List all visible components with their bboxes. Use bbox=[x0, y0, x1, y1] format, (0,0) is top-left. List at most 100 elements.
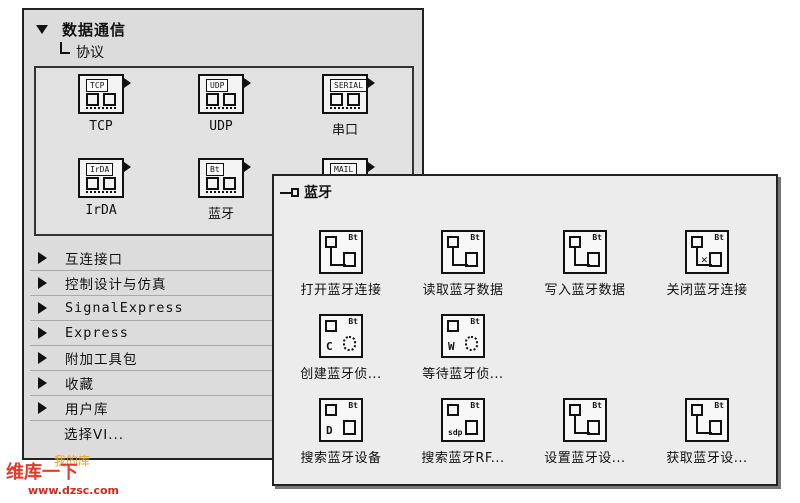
vi-read-data[interactable]: Bt 读取蓝牙数据 bbox=[402, 230, 524, 298]
submenu-arrow-icon bbox=[244, 78, 251, 88]
expand-triangle-icon[interactable] bbox=[38, 327, 47, 339]
category-row[interactable]: SignalExpress bbox=[30, 296, 416, 321]
vi-write-data[interactable]: Bt 写入蓝牙数据 bbox=[524, 230, 646, 298]
bt-badge: Bt bbox=[348, 233, 358, 242]
category-label: 互连接口 bbox=[65, 252, 123, 268]
vi-open-connection[interactable]: Bt 打开蓝牙连接 bbox=[280, 230, 402, 298]
vi-serial[interactable]: SERIAL 串口 bbox=[300, 74, 390, 138]
collapse-triangle-icon[interactable] bbox=[36, 24, 48, 34]
category-row[interactable]: 用户库 bbox=[30, 396, 416, 421]
wire-icon bbox=[330, 247, 346, 266]
subpalette-title: 蓝牙 bbox=[304, 185, 332, 201]
tcp-icon: TCP bbox=[78, 74, 131, 114]
protocol-icon-panel: TCP TCP UDP UDP SERIAL bbox=[34, 66, 414, 236]
sdp-glyph: sdp bbox=[448, 428, 463, 437]
watermark-small-text: 我的库 bbox=[54, 454, 91, 468]
vi-close-connection[interactable]: Bt ✕ 关闭蓝牙连接 bbox=[646, 230, 768, 298]
computer-icon bbox=[223, 93, 236, 106]
vi-label: UDP bbox=[209, 119, 233, 134]
icon-tag: SERIAL bbox=[330, 79, 367, 92]
data-grid-icon bbox=[465, 252, 478, 267]
serial-icon: SERIAL bbox=[322, 74, 375, 114]
network-line-icon bbox=[86, 191, 116, 193]
vi-label: 蓝牙 bbox=[207, 207, 234, 222]
category-label: 附加工具包 bbox=[65, 352, 138, 368]
subpalette-header[interactable]: 蓝牙 bbox=[280, 182, 332, 202]
category-label: Express bbox=[65, 325, 129, 341]
category-header[interactable]: 数据通信 bbox=[30, 18, 126, 40]
wire-icon bbox=[574, 247, 590, 266]
category-title: 数据通信 bbox=[62, 20, 127, 39]
bluetooth-close-icon: Bt ✕ bbox=[685, 230, 729, 274]
expand-triangle-icon[interactable] bbox=[38, 352, 47, 364]
tree-branch-icon bbox=[60, 42, 70, 54]
computer-icon bbox=[103, 177, 116, 190]
icon-tag: TCP bbox=[86, 79, 109, 92]
bluetooth-get-device-icon: Bt bbox=[685, 398, 729, 442]
vi-set-device[interactable]: Bt 设置蓝牙设... bbox=[524, 398, 646, 466]
computer-icon bbox=[206, 177, 219, 190]
pin-icon[interactable] bbox=[280, 187, 302, 197]
computer-icon bbox=[447, 404, 459, 416]
wire-icon bbox=[452, 247, 468, 266]
expand-triangle-icon[interactable] bbox=[38, 402, 47, 414]
vi-label: TCP bbox=[89, 119, 113, 134]
vi-label: 等待蓝牙侦... bbox=[422, 367, 504, 382]
computer-icon bbox=[709, 252, 722, 267]
computer-icon bbox=[103, 93, 116, 106]
vi-label: 搜索蓝牙RF... bbox=[421, 451, 505, 466]
bluetooth-discover-service-icon: Bt sdp bbox=[441, 398, 485, 442]
computer-icon bbox=[223, 177, 236, 190]
device-glyph: D bbox=[326, 424, 333, 437]
submenu-arrow-icon bbox=[124, 78, 131, 88]
vi-label: 写入蓝牙数据 bbox=[544, 283, 626, 298]
computer-icon bbox=[343, 252, 356, 267]
vi-wait-listener[interactable]: Bt W 等待蓝牙侦... bbox=[402, 314, 524, 382]
data-grid-icon bbox=[587, 252, 600, 267]
vi-bluetooth[interactable]: Bt 蓝牙 bbox=[176, 158, 266, 222]
bt-badge: Bt bbox=[348, 317, 358, 326]
category-row[interactable]: 互连接口 bbox=[30, 246, 416, 271]
category-label: SignalExpress bbox=[65, 300, 184, 316]
vi-irda[interactable]: IrDA IrDA bbox=[56, 158, 146, 218]
vi-get-device[interactable]: Bt 获取蓝牙设... bbox=[646, 398, 768, 466]
vi-discover-rfcomm[interactable]: Bt sdp 搜索蓝牙RF... bbox=[402, 398, 524, 466]
instrument-icon bbox=[347, 93, 360, 106]
vi-discover-devices[interactable]: Bt D 搜索蓝牙设备 bbox=[280, 398, 402, 466]
irda-icon: IrDA bbox=[78, 158, 131, 198]
expand-triangle-icon[interactable] bbox=[38, 277, 47, 289]
vi-label: 读取蓝牙数据 bbox=[422, 283, 504, 298]
wire-icon bbox=[696, 415, 712, 434]
category-row[interactable]: 控制设计与仿真 bbox=[30, 271, 416, 296]
ear-icon bbox=[343, 336, 356, 351]
category-row[interactable]: Express bbox=[30, 321, 416, 346]
icon-tag: IrDA bbox=[86, 163, 114, 176]
bluetooth-write-icon: Bt bbox=[563, 230, 607, 274]
computer-icon bbox=[325, 320, 337, 332]
category-row[interactable]: 附加工具包 bbox=[30, 346, 416, 371]
category-label: 收藏 bbox=[65, 377, 94, 393]
vi-udp[interactable]: UDP UDP bbox=[176, 74, 266, 134]
vi-label: 关闭蓝牙连接 bbox=[666, 283, 748, 298]
vi-create-listener[interactable]: Bt C 创建蓝牙侦... bbox=[280, 314, 402, 382]
settings-list-icon bbox=[709, 420, 722, 435]
close-mark-icon: ✕ bbox=[701, 253, 708, 266]
submenu-arrow-icon bbox=[368, 78, 375, 88]
vi-label: 设置蓝牙设... bbox=[544, 451, 626, 466]
category-row[interactable]: 收藏 bbox=[30, 371, 416, 396]
expand-triangle-icon[interactable] bbox=[38, 252, 47, 264]
computer-icon bbox=[86, 93, 99, 106]
computer-icon bbox=[447, 320, 459, 332]
listener-glyph: C bbox=[326, 340, 333, 353]
bt-badge: Bt bbox=[348, 401, 358, 410]
expand-triangle-icon[interactable] bbox=[38, 377, 47, 389]
bt-badge: Bt bbox=[592, 401, 602, 410]
vi-label: 创建蓝牙侦... bbox=[300, 367, 382, 382]
vi-tcp[interactable]: TCP TCP bbox=[56, 74, 146, 134]
ear-icon bbox=[465, 336, 478, 351]
wire-icon bbox=[574, 415, 590, 434]
select-vi-item[interactable]: 选择VI... bbox=[64, 427, 125, 443]
computer-icon bbox=[330, 93, 343, 106]
expand-triangle-icon[interactable] bbox=[38, 302, 47, 314]
computer-icon bbox=[325, 404, 337, 416]
